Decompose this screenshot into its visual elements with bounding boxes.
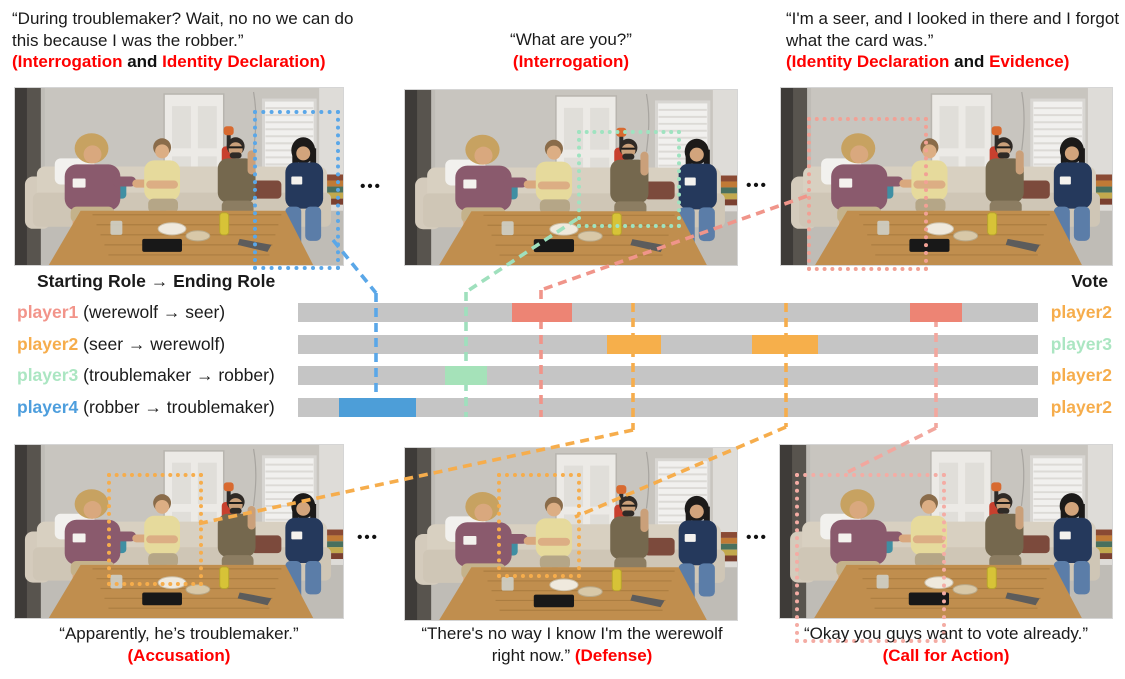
- quote-bottom-1: “Apparently, he’s troublemaker.” (Accusat…: [19, 623, 339, 666]
- player-roles: (robber → troublemaker): [78, 397, 275, 417]
- video-still-scene: [405, 90, 737, 265]
- quote-text: “During troublemaker? Wait, no no we can…: [12, 9, 354, 50]
- utterance-segment: [909, 303, 962, 322]
- strategy-label: (Call for Action): [882, 645, 1010, 665]
- quote-bottom-2: “There's no way I know I'm the werewolf …: [416, 623, 728, 666]
- strategy-label: (Interrogation and Identity Declaration): [12, 52, 326, 71]
- video-frame-top-middle: [404, 89, 738, 266]
- speaker-highlight-box: [795, 473, 946, 643]
- player-name: player4: [17, 397, 79, 417]
- player-name: player1: [17, 302, 79, 322]
- timeline-bar: [298, 303, 1038, 322]
- video-frame-top-left: [14, 87, 344, 270]
- quote-text: “Okay you guys want to vote already.”: [803, 624, 1089, 643]
- quote-top-3: “I'm a seer, and I looked in there and I…: [786, 8, 1125, 73]
- frames-ellipsis: •••: [746, 529, 768, 546]
- quote-top-1: “During troublemaker? Wait, no no we can…: [12, 8, 364, 73]
- quote-bottom-3: “Okay you guys want to vote already.” (Ca…: [776, 623, 1116, 666]
- coffee-table: [439, 567, 707, 620]
- strategy-label: (Defense): [570, 645, 653, 665]
- utterance-segment: [445, 366, 488, 385]
- strategy-label: (Accusation): [127, 645, 231, 665]
- vote-value: player3: [1050, 334, 1112, 354]
- player-navy-shirt: [1053, 137, 1092, 247]
- video-still-scene: [15, 88, 344, 265]
- video-frame-top-right: [780, 87, 1113, 271]
- strategy-label: (Interrogation): [512, 51, 630, 71]
- video-still-scene: [780, 445, 1112, 618]
- utterance-segment: [511, 303, 572, 322]
- player-row-label: player2 (seer → werewolf): [17, 334, 225, 355]
- utterance-segment: [607, 335, 661, 354]
- player-row-label: player1 (werewolf → seer): [17, 302, 225, 323]
- player-navy-shirt: [285, 137, 324, 247]
- coffee-table: [48, 210, 314, 265]
- timeline-bar: [298, 366, 1038, 385]
- video-frame-bottom-right: [779, 444, 1113, 643]
- vote-value: player2: [1050, 365, 1112, 385]
- speaker-highlight-box: [577, 130, 681, 228]
- video-frame-bottom-left: [14, 444, 344, 619]
- quote-top-2: “What are you?” (Interrogation): [416, 29, 726, 72]
- player-roles: (seer → werewolf): [78, 334, 226, 354]
- player-navy-shirt: [1053, 493, 1092, 601]
- speaker-highlight-box: [107, 473, 203, 586]
- video-still-scene: [781, 88, 1112, 265]
- strategy-label: (Identity Declaration and Evidence): [786, 52, 1070, 71]
- coffee-table: [815, 210, 1082, 265]
- player-name: player3: [17, 365, 79, 385]
- quote-text: “What are you?”: [510, 30, 632, 49]
- quote-text: “There's no way I know I'm the werewolf …: [421, 624, 723, 665]
- quote-text: “Apparently, he’s troublemaker.”: [59, 624, 299, 643]
- player-roles: (troublemaker → robber): [78, 365, 275, 385]
- player-roles: (werewolf → seer): [78, 302, 226, 322]
- timeline-bar: [298, 335, 1038, 354]
- frames-ellipsis: •••: [357, 529, 379, 546]
- frames-ellipsis: •••: [746, 177, 768, 194]
- speaker-highlight-box: [807, 117, 928, 271]
- video-frame-bottom-middle: [404, 447, 738, 621]
- speaker-highlight-box: [497, 473, 581, 578]
- starting-ending-role-header: Starting Role → Ending Role: [37, 271, 276, 291]
- player-row-label: player3 (troublemaker → robber): [17, 365, 275, 386]
- utterance-segment: [338, 398, 416, 417]
- coffee-table: [814, 564, 1082, 618]
- timeline-bar: [298, 398, 1038, 417]
- speaker-highlight-box: [253, 110, 340, 270]
- vote-value: player2: [1050, 302, 1112, 322]
- vote-header: Vote: [1071, 271, 1108, 291]
- frames-ellipsis: •••: [360, 178, 382, 195]
- player-name: player2: [17, 334, 79, 354]
- utterance-segment: [752, 335, 819, 354]
- vote-value: player2: [1050, 397, 1112, 417]
- quote-text: “I'm a seer, and I looked in there and I…: [786, 9, 1120, 50]
- player-row-label: player4 (robber → troublemaker): [17, 397, 275, 418]
